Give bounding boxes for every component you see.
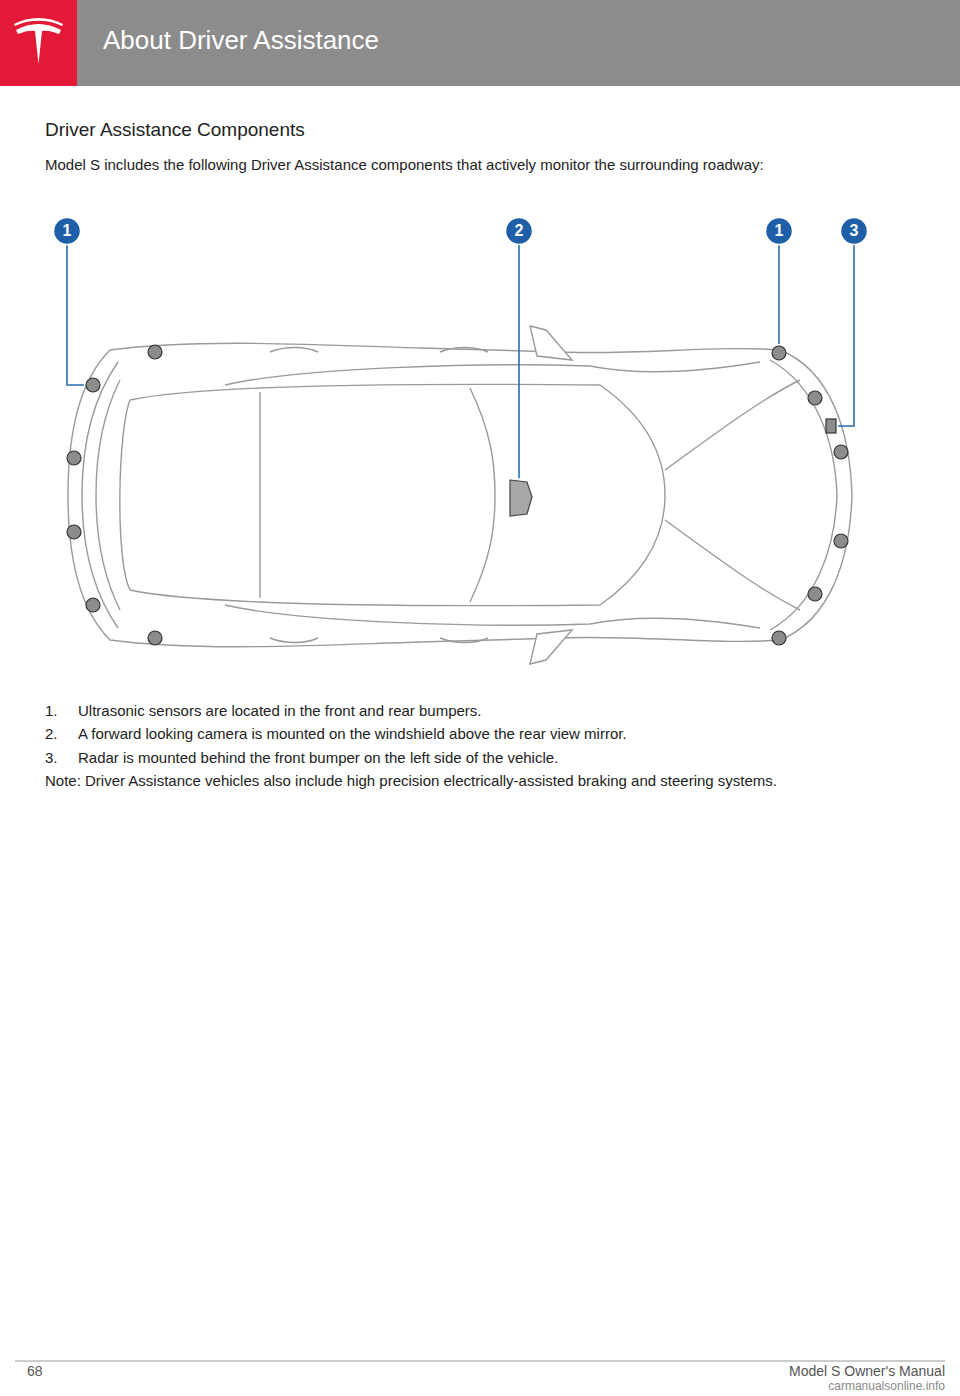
callout-circle [54, 218, 81, 245]
footer-text: Model S Owner's Manual [560, 1363, 945, 1379]
rear-window-line [96, 380, 120, 610]
ultrasonic-sensor [772, 346, 786, 360]
ultrasonic-sensor [834, 445, 848, 459]
ultrasonic-sensor [808, 391, 822, 405]
door-handle [440, 348, 488, 353]
list-text: Ultrasonic sensors are located in the fr… [78, 700, 898, 721]
note-text: Note: Driver Assistance vehicles also in… [45, 770, 835, 792]
list-text: A forward looking camera is mounted on t… [78, 723, 898, 744]
callout-number: 2 [506, 218, 532, 244]
callout-circle [766, 218, 793, 245]
car-body [68, 343, 852, 647]
windshield-line [470, 388, 495, 602]
list-number: 3. [45, 747, 73, 768]
leader-line [518, 244, 520, 478]
callout-number: 1 [766, 218, 792, 244]
ultrasonic-sensor [834, 534, 848, 548]
leader-line [838, 244, 854, 426]
callout-circle [841, 218, 868, 245]
side-mirror [530, 326, 572, 360]
callout-number: 3 [841, 218, 867, 244]
ultrasonic-sensor [148, 631, 162, 645]
ultrasonic-sensor [86, 598, 100, 612]
radar [826, 419, 836, 433]
shoulder-line [225, 362, 760, 385]
header-bar [0, 0, 960, 86]
ultrasonic-sensor [808, 587, 822, 601]
page-number: 68 [27, 1363, 87, 1379]
list-number: 2. [45, 723, 73, 744]
ultrasonic-sensor [148, 345, 162, 359]
front-bumper-line [770, 360, 837, 630]
tesla-logo [16, 24, 61, 64]
hood-line [665, 520, 800, 610]
leader-line [67, 244, 84, 385]
door-handle [270, 348, 318, 353]
page-title: About Driver Assistance [103, 24, 923, 56]
ultrasonic-sensor [772, 631, 786, 645]
callout-number: 1 [54, 218, 80, 244]
side-mirror [530, 630, 572, 664]
list-text: Radar is mounted behind the front bumper… [78, 747, 898, 768]
ultrasonic-sensor [67, 525, 81, 539]
rear-bumper-line [82, 362, 118, 628]
hood-line [665, 380, 800, 470]
shoulder-line [225, 605, 760, 628]
ultrasonic-sensor [67, 451, 81, 465]
camera [510, 480, 532, 516]
callout-circle [506, 218, 533, 245]
leader-line [778, 244, 780, 344]
logo-square [0, 0, 77, 86]
intro-text: Model S includes the following Driver As… [45, 154, 790, 176]
roof-line [259, 392, 260, 598]
tesla-logo-arc [14, 18, 63, 26]
door-handle [270, 638, 318, 643]
list-number: 1. [45, 700, 73, 721]
cabin-glass [120, 384, 665, 605]
ultrasonic-sensor [86, 378, 100, 392]
door-handle [440, 638, 488, 643]
watermark: carmanualsonline.info [640, 1380, 945, 1393]
section-heading: Driver Assistance Components [45, 118, 745, 142]
footer-rule [15, 1361, 945, 1362]
